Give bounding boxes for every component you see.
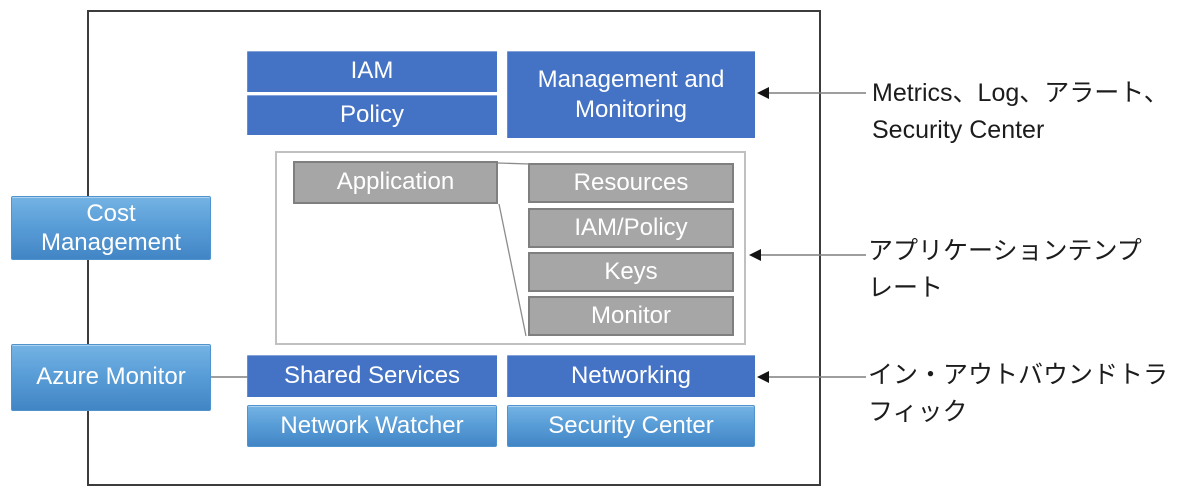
iam-policy-box: IAM/Policy [528, 208, 734, 248]
cost-management-label-line1: Cost [86, 200, 136, 227]
management-note-line2: Security Center [872, 116, 1045, 144]
policy-box: Policy [247, 95, 497, 135]
shared-services-label: Shared Services [283, 361, 461, 389]
resources-label: Resources [573, 168, 689, 196]
azure-monitor-label: Azure Monitor [36, 363, 186, 391]
security-center-box: Security Center [507, 405, 755, 447]
security-center-label: Security Center [548, 411, 714, 439]
network-watcher-box: Network Watcher [247, 405, 497, 447]
resources-box: Resources [528, 163, 734, 203]
template-note-line2: レート [868, 274, 944, 302]
management-monitoring-label-line1: Management and [537, 65, 725, 93]
management-monitoring-box: Management and Monitoring [507, 51, 755, 138]
traffic-note: イン・アウトバウンドトラ フィック [868, 357, 1168, 431]
monitor-box: Monitor [528, 296, 734, 336]
cost-management-box: Cost Management [11, 196, 211, 260]
cost-management-label-line2: Management [40, 229, 182, 256]
network-watcher-label: Network Watcher [280, 411, 464, 439]
management-note: Metrics、Log、アラート、 Security Center [872, 75, 1169, 149]
traffic-note-line2: フィック [868, 398, 968, 426]
policy-label: Policy [339, 100, 405, 128]
shared-services-box: Shared Services [247, 355, 497, 397]
management-note-line1: Metrics、Log、アラート、 [872, 79, 1169, 107]
keys-label: Keys [604, 257, 658, 285]
template-note: アプリケーションテンプ レート [868, 233, 1142, 307]
iam-policy-label: IAM/Policy [574, 213, 688, 241]
azure-monitor-box: Azure Monitor [11, 344, 211, 411]
application-label: Application [336, 168, 455, 196]
networking-label: Networking [570, 361, 692, 389]
keys-box: Keys [528, 252, 734, 292]
iam-box: IAM [247, 51, 497, 92]
management-monitoring-label-line2: Monitoring [574, 95, 688, 123]
traffic-note-line1: イン・アウトバウンドトラ [868, 361, 1169, 389]
iam-label: IAM [350, 57, 394, 85]
template-note-line1: アプリケーションテンプ [868, 237, 1142, 265]
monitor-label: Monitor [590, 301, 672, 329]
networking-box: Networking [507, 355, 755, 397]
application-box: Application [293, 161, 498, 204]
